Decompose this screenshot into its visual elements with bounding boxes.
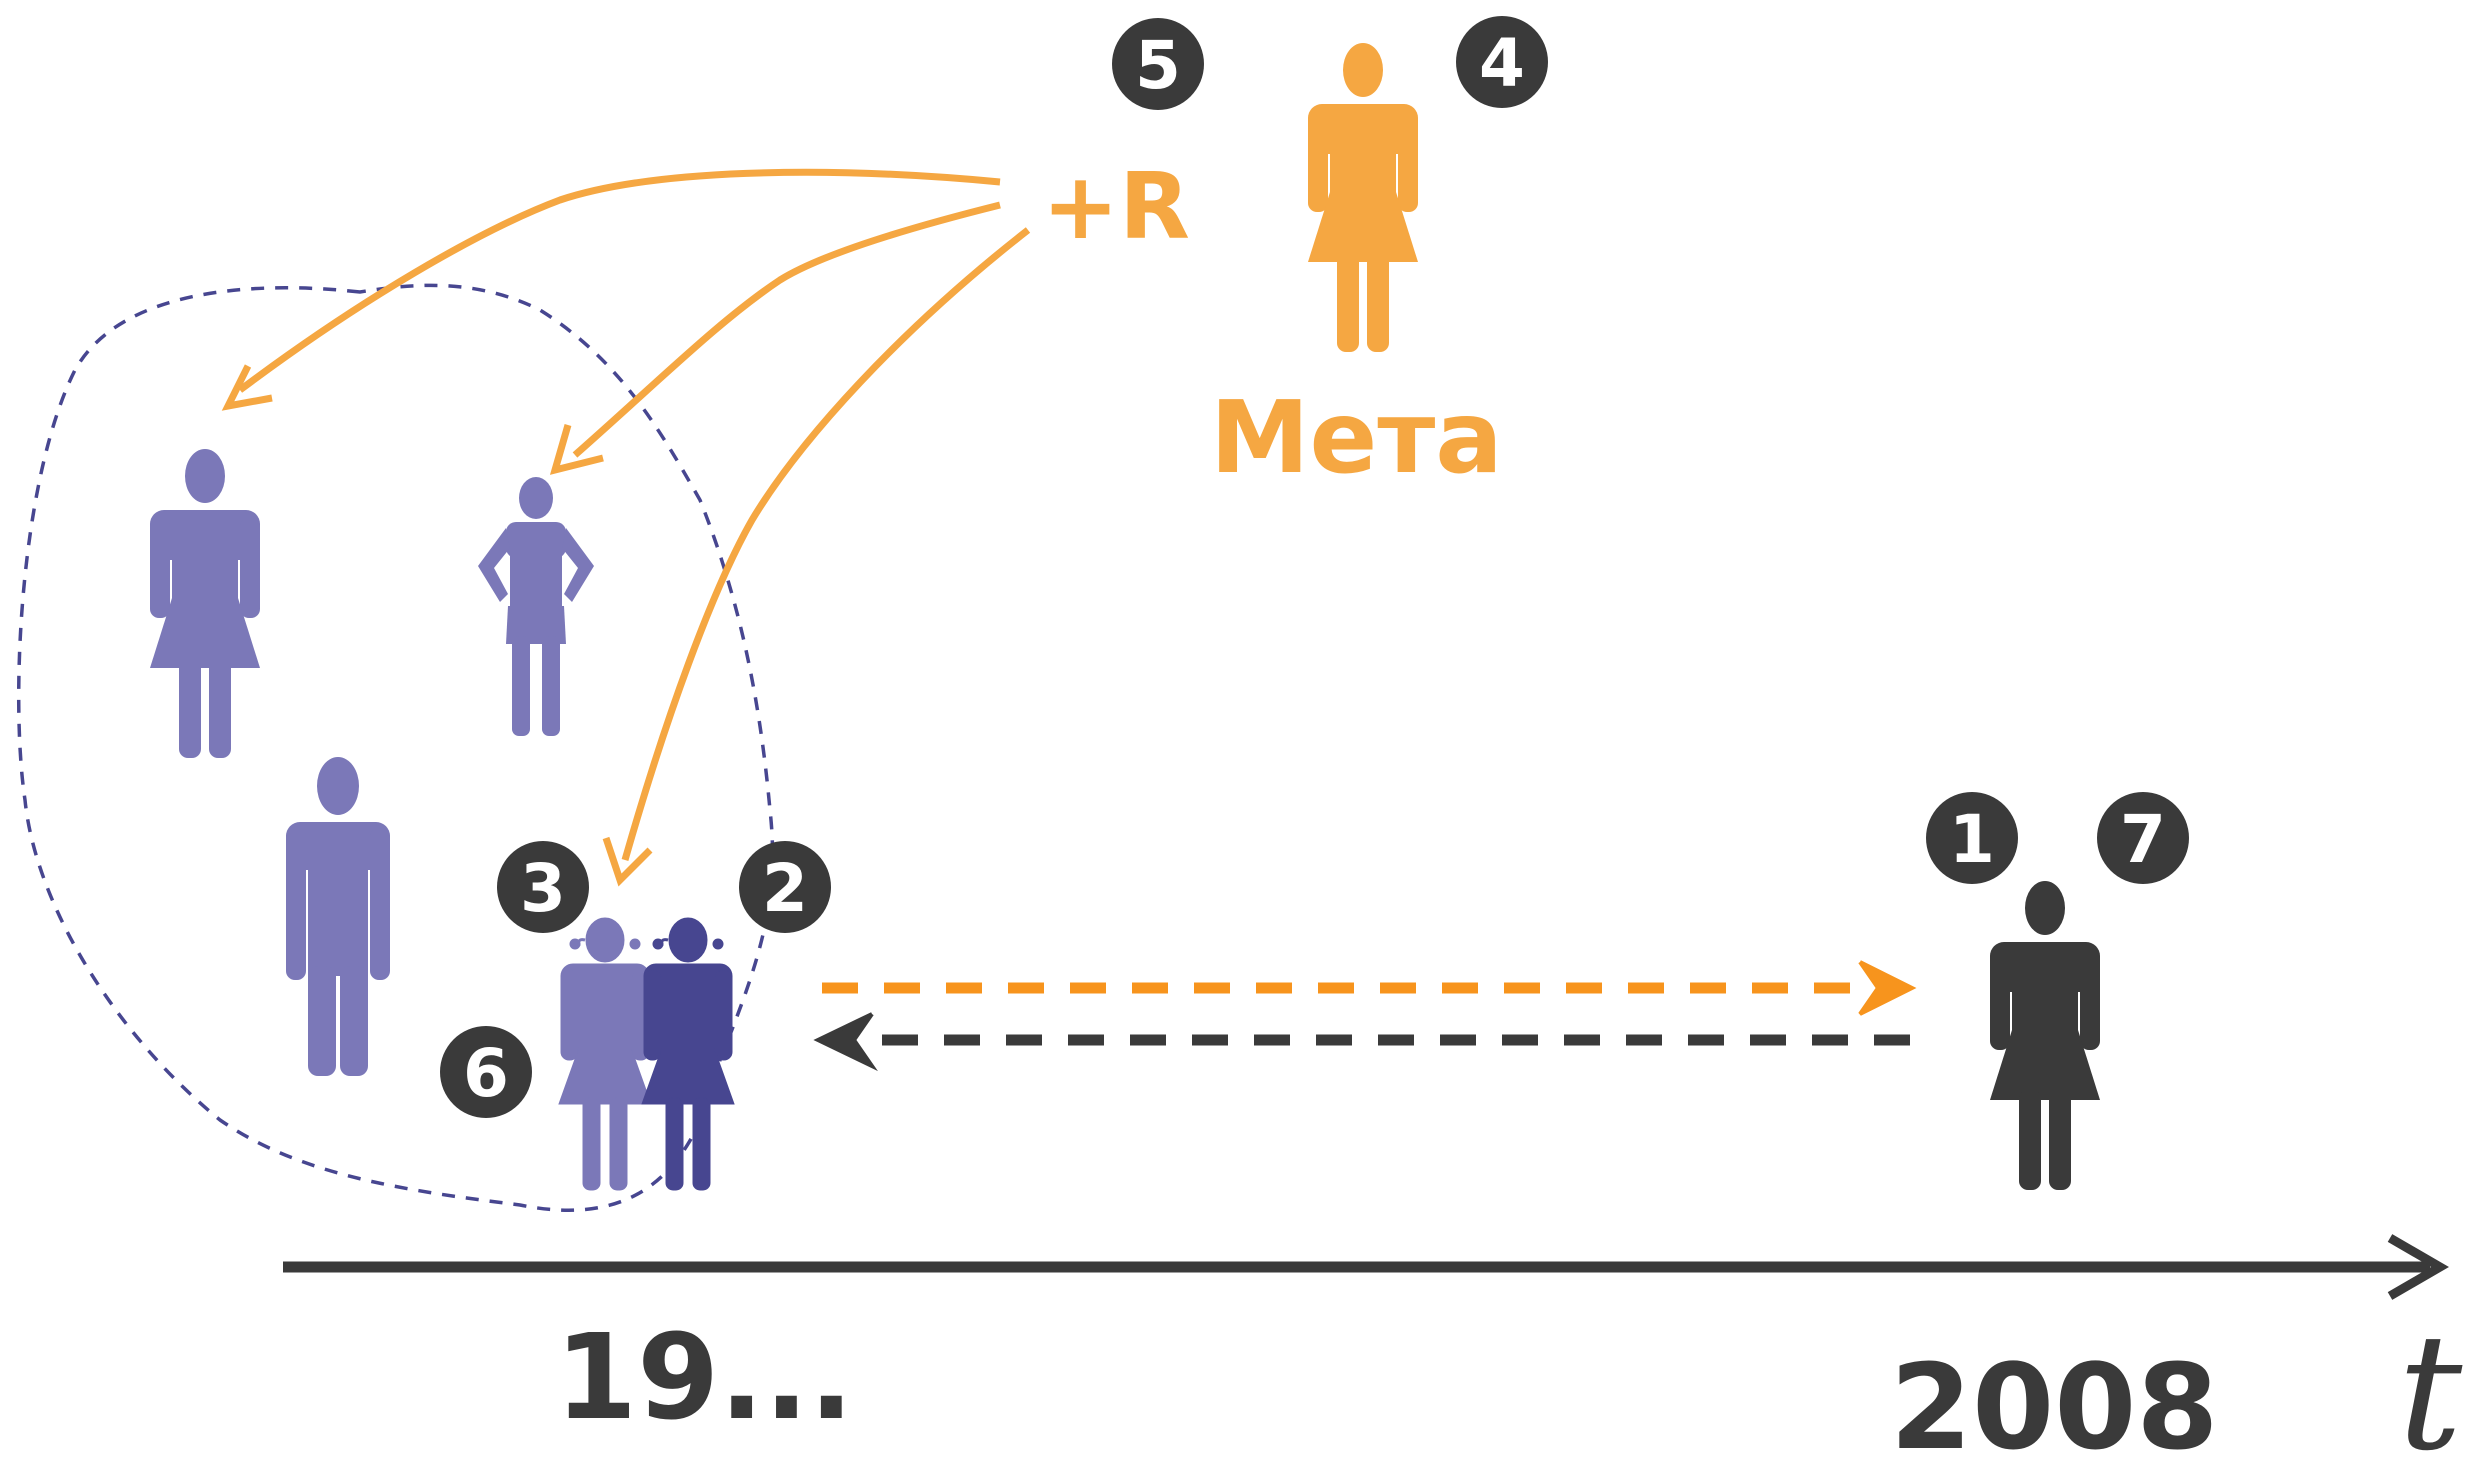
badge-5: 5 xyxy=(1112,18,1204,110)
plus-r-label: +R xyxy=(1042,153,1190,260)
badge-2: 2 xyxy=(739,841,831,933)
arrowhead-to-child xyxy=(549,424,604,475)
svg-text:7: 7 xyxy=(2120,801,2166,878)
svg-text:2: 2 xyxy=(762,850,808,927)
year-end-label: 2008 xyxy=(1890,1338,2218,1461)
ancestor-man-icon xyxy=(286,757,390,1076)
backward-link-arrowhead xyxy=(813,1012,878,1072)
badge-4: 4 xyxy=(1456,16,1548,108)
badge-1: 1 xyxy=(1926,792,2018,884)
inheritance-arrow-to-woman xyxy=(237,168,1001,393)
inheritance-arrow-to-child xyxy=(572,201,1001,458)
arrowhead-to-girl xyxy=(602,836,653,887)
badge-6: 6 xyxy=(440,1026,532,1118)
svg-text:4: 4 xyxy=(1479,25,1525,102)
svg-text:5: 5 xyxy=(1135,27,1181,104)
meta-label: Мета xyxy=(1210,379,1503,496)
ancestor-girl-dark-icon xyxy=(640,916,736,1192)
inheritance-arrow-to-girl xyxy=(621,227,1031,861)
meta-woman-icon xyxy=(1308,43,1418,352)
ancestor-woman-icon xyxy=(150,449,260,758)
arrowhead-to-woman xyxy=(221,364,273,411)
present-woman-icon xyxy=(1990,881,2100,1190)
time-axis-arrowhead xyxy=(2387,1234,2449,1300)
badge-7: 7 xyxy=(2097,792,2189,884)
ancestor-girl-light-icon xyxy=(557,916,653,1192)
svg-text:3: 3 xyxy=(520,850,566,927)
time-axis-label: t xyxy=(2398,1299,2463,1461)
svg-text:1: 1 xyxy=(1949,801,1995,878)
badge-3: 3 xyxy=(497,841,589,933)
ancestor-child-icon xyxy=(478,477,594,736)
svg-text:6: 6 xyxy=(463,1035,509,1112)
year-start-label: 19... xyxy=(555,1308,854,1446)
forward-link-arrowhead xyxy=(1858,960,1917,1016)
